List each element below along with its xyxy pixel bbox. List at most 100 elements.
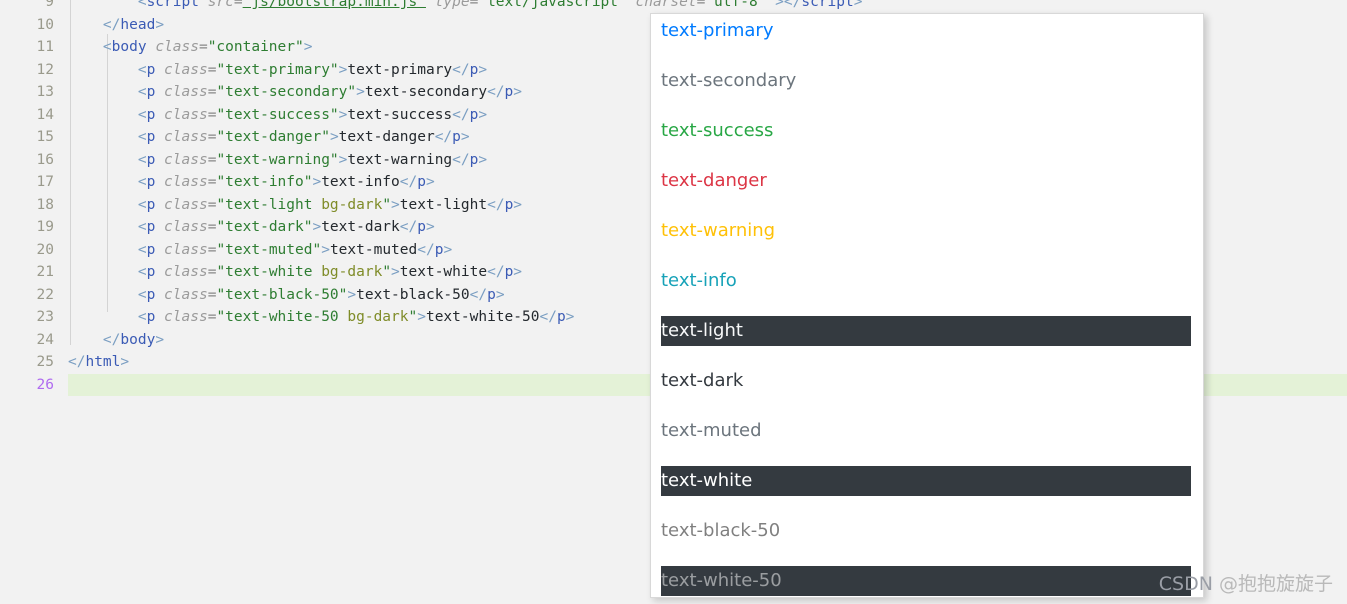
preview-item-text-white-50: text-white-50 [661,566,1191,596]
code-line-22[interactable]: 22 <p class="text-black-50">text-black-5… [0,284,1347,307]
token-str: "text-white-50 [216,309,348,325]
token-punct: > [338,106,348,123]
token-punct: </ [434,129,453,145]
code-line-19[interactable]: 19 <p class="text-dark">text-dark</p> [0,216,1347,239]
token-punct: > [356,84,365,100]
line-number-18: 18 [36,196,54,213]
line-number-26: 26 [36,376,54,393]
token-punct: </ [539,309,557,325]
token-tag: p [469,61,479,78]
token-tag: p [146,61,165,78]
indent-guide-level-2 [107,34,108,312]
token-tag: script [146,0,208,10]
token-punct: </ [399,174,418,190]
code-line-18[interactable]: 18 <p class="text-light bg-dark">text-li… [0,194,1347,217]
preview-item-text-primary: text-primary [661,20,774,41]
code-line-16[interactable]: 16 <p class="text-warning">text-warning<… [0,149,1347,172]
code-line-25[interactable]: 25</html> [0,351,1347,374]
token-tag: body [120,331,156,348]
line-number-13: 13 [36,84,54,100]
token-punct: </ [417,241,435,258]
token-txt: text-secondary [364,84,488,100]
token-punct: < [68,309,147,325]
indent-guide-level-1 [70,0,71,345]
token-attr: class [164,84,208,100]
token-punct: < [68,286,147,303]
token-attr: class [164,106,208,123]
token-tag: p [146,264,165,280]
code-text-10: </head> [68,14,164,37]
token-punct: > [338,151,348,168]
token-eq: = [469,0,479,10]
token-punct: < [68,129,147,145]
token-tag: p [146,286,165,303]
code-line-20[interactable]: 20 <p class="text-muted">text-muted</p> [0,239,1347,262]
code-line-11[interactable]: 11 <body class="container"> [0,36,1347,59]
token-punct: < [68,39,112,55]
code-line-24[interactable]: 24 </body> [0,329,1347,352]
token-str: "text-secondary" [216,84,357,100]
token-punct: > [338,61,348,78]
token-punct: > [155,331,165,348]
preview-item-text-success: text-success [661,120,774,141]
token-str: "container" [207,39,304,55]
token-str: "text-white [216,264,322,280]
token-txt: text-dark [321,219,400,235]
code-line-17[interactable]: 17 <p class="text-info">text-info</p> [0,171,1347,194]
token-punct: < [68,241,147,258]
line-number-10: 10 [36,16,54,33]
token-tag: head [120,16,156,33]
token-tag: p [504,264,514,280]
token-tag: p [434,241,444,258]
token-str: " [408,309,418,325]
code-line-9[interactable]: 9 <script src="js/bootstrap.min.js" type… [0,0,1347,14]
token-txt: text-info [321,174,400,190]
token-tag: p [469,151,479,168]
token-txt: text-danger [338,129,435,145]
token-attr: class [155,39,199,55]
code-text-14: <p class="text-success">text-success</p> [68,104,487,127]
token-str: "text-black-50" [216,286,348,303]
token-eq: = [207,196,217,213]
token-punct: < [68,0,147,10]
line-number-12: 12 [36,61,54,78]
line-number-20: 20 [36,241,54,258]
token-punct: > [312,174,322,190]
token-punct: > [495,286,505,303]
code-line-21[interactable]: 21 <p class="text-white bg-dark">text-wh… [0,261,1347,284]
token-tag: p [146,309,165,325]
token-link: "js/bootstrap.min.js" [242,0,426,10]
code-text-20: <p class="text-muted">text-muted</p> [68,239,452,262]
token-punct: < [68,106,147,123]
line-number-15: 15 [36,129,54,145]
token-eq: = [207,241,217,258]
code-line-12[interactable]: 12 <p class="text-primary">text-primary<… [0,59,1347,82]
code-line-10[interactable]: 10 </head> [0,14,1347,37]
token-str: "text-success" [216,106,339,123]
code-line-23[interactable]: 23 <p class="text-white-50 bg-dark">text… [0,306,1347,329]
preview-item-text-secondary: text-secondary [661,70,797,91]
token-tag: p [146,241,165,258]
token-attr: class [164,241,208,258]
token-punct: < [68,219,147,235]
line-number-9: 9 [45,0,54,10]
token-punct: </ [68,354,86,370]
browser-preview-panel[interactable]: text-primary text-secondary text-success te… [650,13,1204,598]
token-eq: = [207,151,217,168]
token-eq: = [207,264,217,280]
code-line-14[interactable]: 14 <p class="text-success">text-success<… [0,104,1347,127]
token-punct: ></ [766,0,802,10]
code-text-11: <body class="container"> [68,36,313,59]
token-txt: text-light [399,196,488,213]
token-tag: p [556,309,566,325]
token-punct: < [68,174,147,190]
code-line-13[interactable]: 13 <p class="text-secondary">text-second… [0,81,1347,104]
line-number-25: 25 [36,354,54,370]
token-punct: > [425,174,435,190]
token-str: "text/javascript" [478,0,627,10]
line-number-19: 19 [36,219,54,235]
token-attr: class [164,196,208,213]
token-tag: p [417,174,426,190]
code-line-15[interactable]: 15 <p class="text-danger">text-danger</p… [0,126,1347,149]
